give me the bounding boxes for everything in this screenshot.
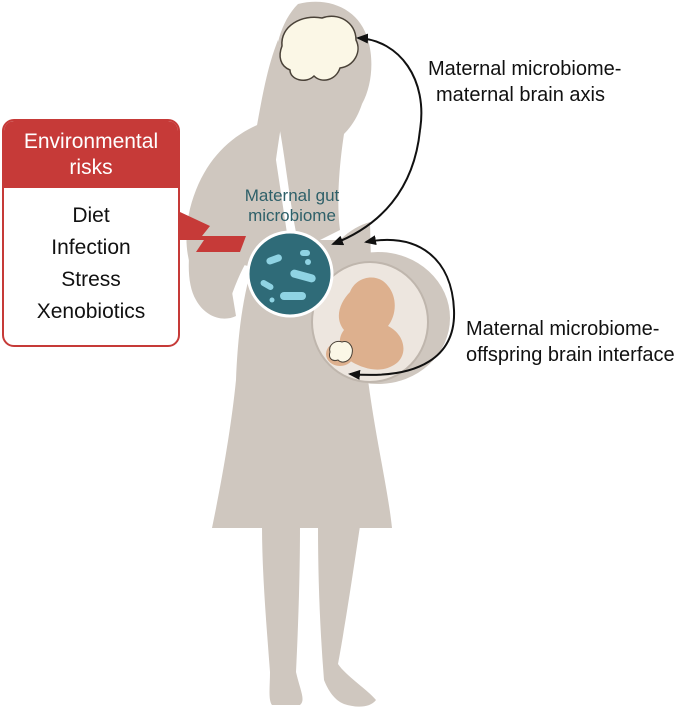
brain-axis-arrow-to-gut — [331, 129, 421, 246]
offspring-interface-line2: offspring brain interface — [466, 344, 675, 366]
offspring-interface-line1: Maternal microbiome- — [466, 318, 660, 340]
offspring-arrow-to-gut — [364, 235, 455, 311]
gut-label-line1: Maternal gut — [244, 186, 340, 205]
lightning-bolt-icon — [180, 212, 246, 252]
risk-item-xenobiotics: Xenobiotics — [36, 300, 146, 323]
brain-axis-line1: Maternal microbiome- — [428, 58, 622, 80]
risk-item-stress: Stress — [61, 268, 121, 291]
brain-axis-line2: maternal brain axis — [436, 84, 605, 106]
brain-axis-arrow-to-brain — [356, 33, 423, 131]
environmental-risks-box: Environmental risks Diet Infection Stres… — [2, 119, 180, 347]
offspring-arrow-to-brain — [348, 309, 456, 380]
offspring-brain — [329, 341, 353, 363]
environmental-risks-header: Environmental risks — [4, 121, 178, 188]
maternal-brain — [279, 15, 359, 81]
environmental-risks-list: Diet Infection Stress Xenobiotics — [4, 188, 178, 328]
gut-label-line2: microbiome — [248, 206, 336, 225]
environmental-risks-title-line2: risks — [69, 155, 113, 179]
environmental-risks-title-line1: Environmental — [23, 129, 159, 153]
gut-microbiome-label: Maternal gut microbiome — [230, 186, 354, 226]
gut-microbiome-circle — [246, 230, 334, 318]
brain-axis-label: Maternal microbiome- maternal brain axis — [428, 56, 696, 108]
risk-item-diet: Diet — [72, 204, 110, 227]
bacteria — [260, 250, 316, 303]
risk-item-infection: Infection — [51, 236, 131, 259]
offspring-interface-label: Maternal microbiome- offspring brain int… — [466, 316, 698, 368]
